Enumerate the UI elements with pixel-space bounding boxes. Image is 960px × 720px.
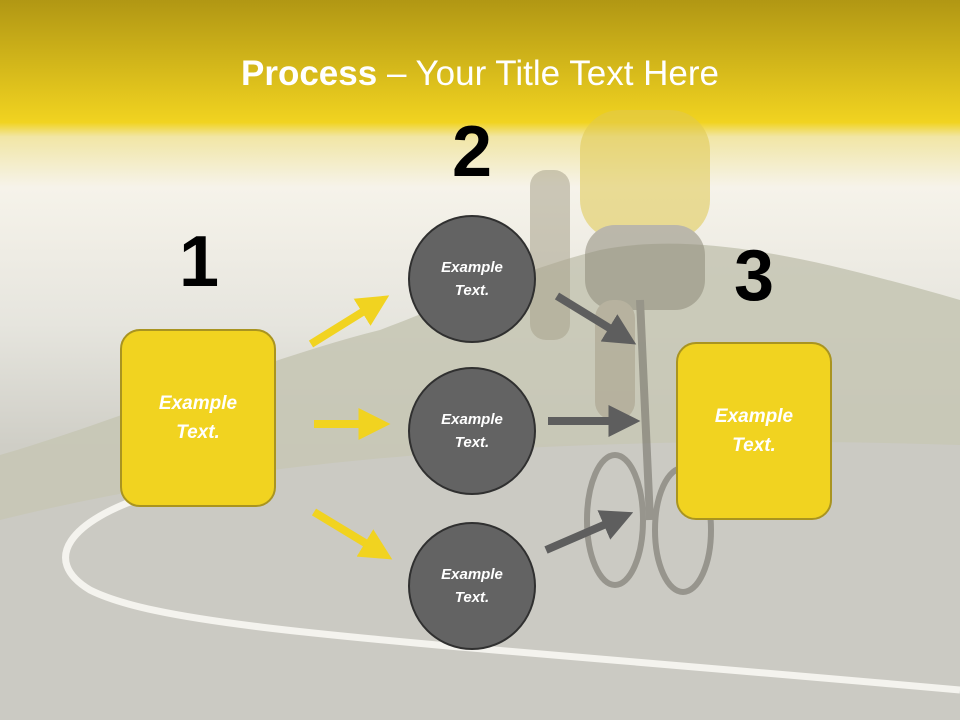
step-2-circle-middle-text: Example Text. — [441, 411, 503, 451]
step-1-box: Example Text. — [120, 329, 276, 507]
step-1-text: Example Text. — [158, 393, 238, 443]
step-3-number: 3 — [733, 236, 775, 316]
step-2-circle-bottom: Example Text. — [408, 522, 536, 650]
step-2-number: 2 — [451, 112, 493, 192]
step-2-circle-top: Example Text. — [408, 215, 536, 343]
step-2-circle-bottom-text: Example Text. — [441, 566, 503, 606]
title-bold: Process — [241, 54, 378, 93]
title-rest: – Your Title Text Here — [377, 54, 719, 93]
slide-title: Process – Your Title Text Here — [0, 52, 960, 96]
step-3-box: Example Text. — [676, 342, 832, 520]
step-2-circle-middle: Example Text. — [408, 367, 536, 495]
step-3-text: Example Text. — [714, 406, 794, 456]
step-1-number: 1 — [178, 222, 220, 302]
step-2-circle-top-text: Example Text. — [441, 259, 503, 299]
